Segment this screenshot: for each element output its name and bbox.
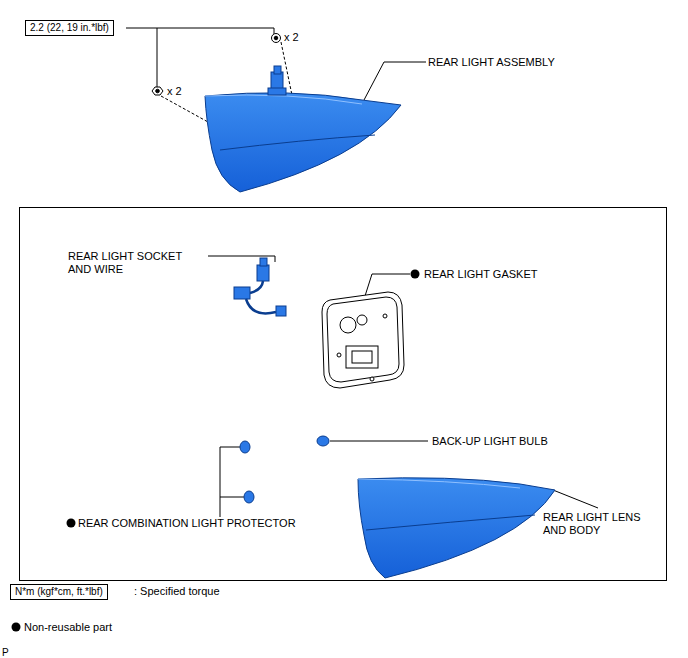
torque-legend-box: N*m (kgf*cm, ft.*lbf) — [10, 584, 108, 600]
part-name: REAR LIGHT LENS AND BODY — [543, 511, 653, 537]
spec-text: 2.2 (22, 19 in.*lbf) — [30, 22, 109, 33]
torque-spec-box: 2.2 (22, 19 in.*lbf) — [25, 20, 114, 36]
part-name: REAR LIGHT SOCKET AND WIRE — [68, 250, 203, 276]
spec-text: N*m (kgf*cm, ft.*lbf) — [15, 586, 103, 597]
part-name: REAR LIGHT ASSEMBLY — [428, 56, 555, 69]
part-name: BACK-UP LIGHT BULB — [432, 435, 548, 448]
page-mark: P — [2, 646, 9, 658]
part-name: REAR COMBINATION LIGHT PROTECTOR — [78, 517, 296, 530]
quantity-label: x 2 — [284, 31, 299, 44]
part-name: REAR LIGHT GASKET — [424, 268, 538, 281]
legend-text: Non-reusable part — [24, 621, 112, 634]
quantity-label: x 2 — [167, 85, 182, 98]
legend-text: : Specified torque — [134, 585, 220, 598]
